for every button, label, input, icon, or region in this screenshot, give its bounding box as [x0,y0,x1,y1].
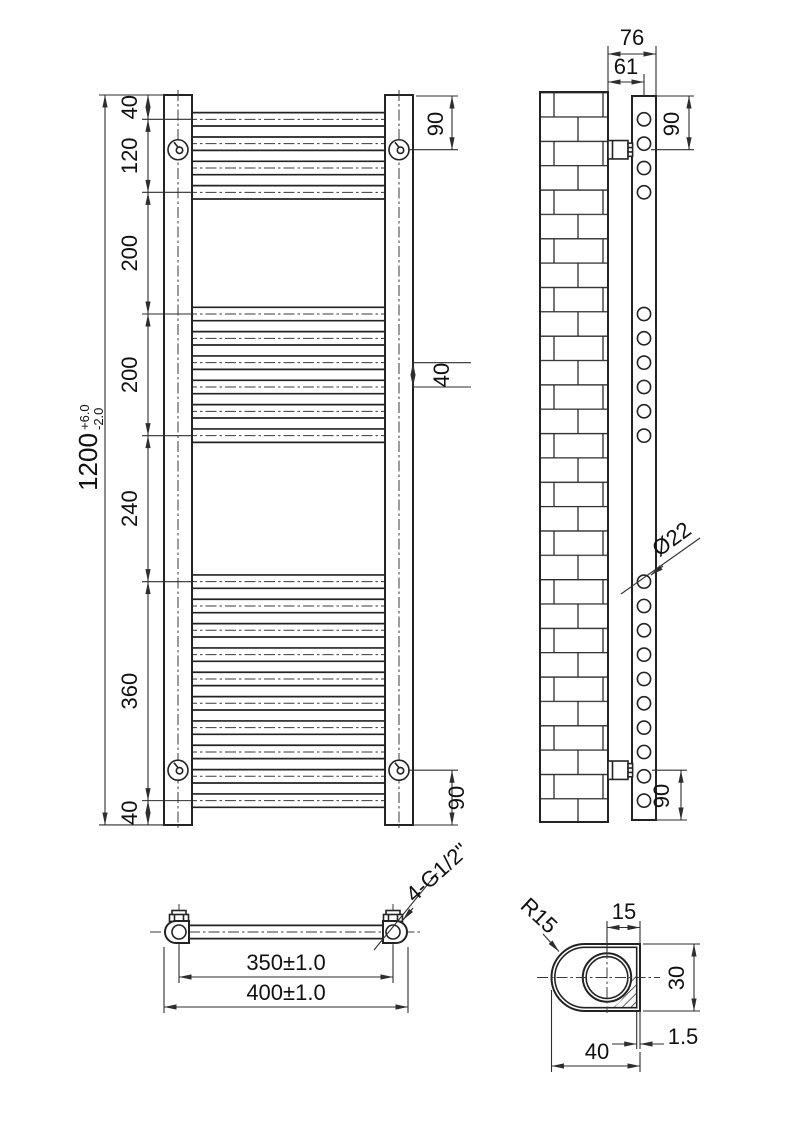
right-rail-end [382,909,408,944]
chain-label-200-b: 200 [117,356,142,393]
side-top-90-label: 90 [659,112,684,136]
chain-label-40-bottom: 40 [117,801,142,825]
front-top-90-dimension: 90 [409,95,458,151]
tube-end-circle [636,160,652,176]
bracket-screw-tail [173,141,179,148]
wall-thickness-dimension: 1.5 [612,1011,698,1049]
side-rail-profile [631,95,657,821]
left-rail-end [164,909,190,944]
wall-bracket-screws [167,138,410,782]
chain-label-40-top: 40 [117,95,142,119]
bracket-screw-circle [167,138,189,161]
bracket-screw-tail [394,141,400,148]
wall-bracket-clamp [627,142,634,158]
overall-height-tol-plus: +6.0 [77,404,92,430]
tube-end-circle [636,355,652,371]
overall-width-label: 400±1.0 [246,980,325,1005]
bracket-screw-slot [175,766,184,775]
tube-end-circle [636,598,652,614]
chain-label-360: 360 [117,673,142,710]
wall-bracket-clamp [627,762,634,778]
bracket-screw-slot [396,146,405,155]
side-view: 76 61 90 90 Ø22 [539,25,701,823]
tapping-centers-label: 350±1.0 [246,950,325,975]
chain-label-240: 240 [117,490,142,527]
tube-end-circle [636,768,652,784]
tube-end-circle [636,647,652,663]
tube-end-circle [636,136,652,152]
tapping-centers-dimension: 350±1.0 [178,946,394,983]
front-bottom-90-dimension: 90 [409,769,469,826]
profile-height-dimension: 30 [643,943,700,1012]
wall-thickness-label: 1.5 [668,1024,699,1049]
side-76-dimension: 76 [607,25,657,96]
profile-depth-dimension: 40 [550,990,641,1072]
profile-inner-wall [554,946,638,1009]
tube-end-circle [636,428,652,444]
overall-height-value: 1200 [73,433,103,491]
brick-wall [539,91,609,823]
right-tapping-hole [385,924,401,940]
side-top-90-dimension: 90 [651,95,694,151]
side-bottom-90-dimension: 90 [649,769,687,821]
overall-height-tol-minus: -2.0 [91,408,106,430]
bracket-screw-circle [167,759,189,782]
center-to-face-label: 15 [612,899,636,924]
wall-brackets [607,139,634,781]
bracket-screw-circle [388,138,410,161]
profile-depth-label: 40 [585,1039,609,1064]
bracket-screw-slot [396,766,405,775]
corner-radius-label: R15 [516,893,563,939]
tube-end-circle [636,403,652,419]
tube-end-circle [636,184,652,200]
bracket-screw-tail [173,762,179,769]
tube-end-circle [636,622,652,638]
front-middle-40-label: 40 [429,363,454,387]
tube-end-circle [636,695,652,711]
profile-height-label: 30 [664,966,689,990]
bottom-view: 350±1.0 400±1.0 4-G1/2" [150,838,473,1013]
tube-end-circle [636,574,652,590]
side-61-label: 61 [614,54,638,79]
bracket-screw-tail [394,762,400,769]
tube-end-circle [636,744,652,760]
tube-end-circle [636,671,652,687]
wall-bracket-body [607,760,629,781]
tube-end-circle [636,111,652,127]
bracket-screw-slot [175,146,184,155]
chain-label-120: 120 [117,137,142,174]
tube-end-circle [636,720,652,736]
side-61-dimension: 61 [608,54,645,96]
profile-outer [550,943,641,1012]
overall-width-dimension: 400±1.0 [163,947,409,1013]
front-bottom-90-label: 90 [444,786,469,810]
tube-end-circle [636,793,652,809]
side-bottom-90-label: 90 [649,784,674,808]
chain-label-200-a: 200 [117,235,142,272]
front-view: 1200 +6.0 -2.0 40 120 200 200 240 360 40… [73,90,471,830]
front-middle-40-dimension: 40 [410,362,471,388]
center-to-face-dimension: 15 [606,899,641,952]
detail-section-view: R15 15 30 1.5 40 [516,893,700,1072]
connections-label: 4-G1/2" [401,838,474,907]
left-tapping-hole [171,924,187,940]
side-76-label: 76 [620,25,644,50]
tube-end-circle [636,330,652,346]
tube-end-circle [636,306,652,322]
tube-array [186,111,391,809]
left-chain-dimension [99,94,192,826]
left-chain-labels: 40 120 200 200 240 360 40 [117,95,142,825]
section-hatch [613,974,637,1008]
tube-end-circles [636,111,652,809]
corner-radius-callout: R15 [516,893,563,952]
tube-end-circle [636,379,652,395]
wall-bracket-body [607,139,629,160]
front-top-90-label: 90 [423,112,448,136]
bracket-screw-circle [388,759,410,782]
overall-height-dimension: 1200 +6.0 -2.0 [73,94,164,826]
